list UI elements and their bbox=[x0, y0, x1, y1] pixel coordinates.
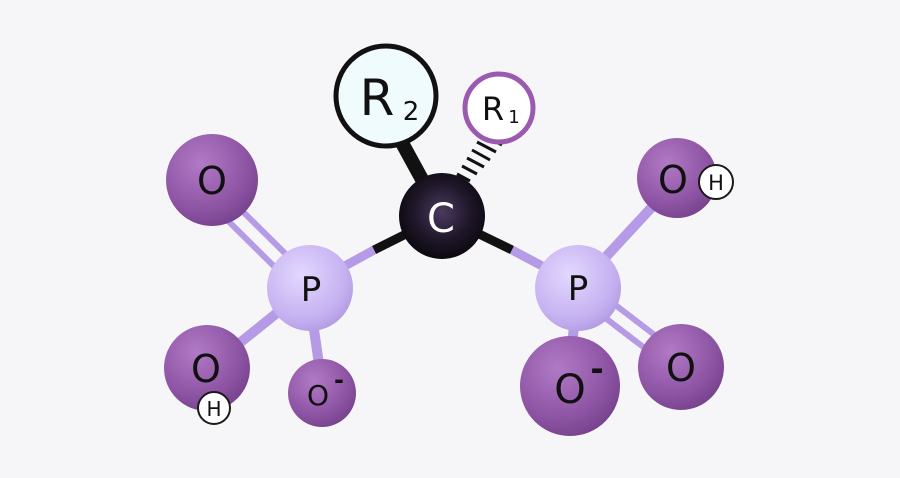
svg-text:R: R bbox=[482, 90, 504, 128]
atom-o-right-minus: O - bbox=[520, 336, 620, 436]
svg-text:O: O bbox=[666, 346, 696, 390]
svg-text:2: 2 bbox=[403, 97, 420, 127]
svg-text:P: P bbox=[301, 270, 322, 310]
svg-text:-: - bbox=[334, 366, 344, 394]
svg-text:R: R bbox=[360, 69, 395, 127]
atom-o-left-double: O bbox=[166, 134, 258, 226]
svg-text:H: H bbox=[206, 397, 221, 421]
svg-text:O: O bbox=[197, 159, 227, 203]
svg-text:O: O bbox=[658, 158, 688, 202]
atom-o-left-hydroxyl: O bbox=[164, 325, 250, 411]
atom-o-right-double: O bbox=[638, 324, 724, 410]
svg-text:O: O bbox=[554, 367, 585, 413]
atom-p-left: P bbox=[267, 245, 353, 331]
atom-r1: R 1 bbox=[462, 71, 536, 145]
atom-r2: R 2 bbox=[333, 43, 439, 149]
atom-o-left-minus: O - bbox=[288, 359, 356, 427]
svg-text:-: - bbox=[590, 350, 603, 388]
svg-text:1: 1 bbox=[508, 107, 519, 128]
atom-o-right-hydroxyl: O bbox=[637, 138, 717, 218]
atom-h-left: H bbox=[197, 391, 231, 425]
svg-text:O: O bbox=[191, 347, 221, 391]
svg-text:C: C bbox=[427, 196, 455, 242]
atom-carbon: C bbox=[399, 173, 485, 259]
svg-text:H: H bbox=[708, 171, 724, 195]
svg-text:P: P bbox=[568, 269, 589, 309]
atom-h-right: H bbox=[698, 164, 734, 200]
atom-p-right: P bbox=[535, 245, 621, 331]
svg-text:O: O bbox=[307, 379, 329, 412]
